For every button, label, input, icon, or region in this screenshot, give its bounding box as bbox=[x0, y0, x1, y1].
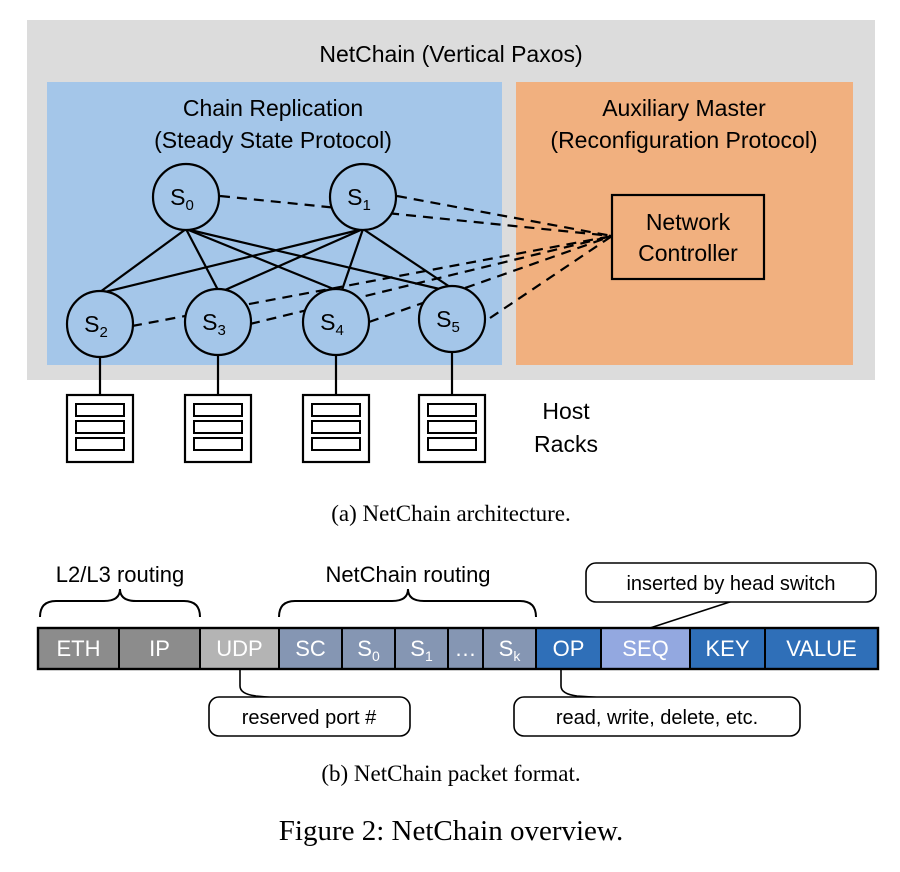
packet-field-s1: S1 bbox=[394, 627, 449, 670]
udp-callout-box bbox=[208, 696, 411, 737]
seq-callout-text: inserted by head switch bbox=[626, 573, 835, 595]
switch-label: S5 bbox=[436, 306, 460, 336]
packet-field-label: KEY bbox=[705, 636, 749, 661]
op-callout-pointer bbox=[560, 669, 641, 701]
controller-label-line1: Network bbox=[646, 209, 731, 235]
switch-s1: S1 bbox=[328, 162, 398, 232]
packet-bar-outline bbox=[36, 626, 880, 671]
packet-field-udp: UDP bbox=[199, 627, 280, 670]
auxiliary-master-title: Auxiliary Master bbox=[602, 95, 766, 121]
switch-s2: S2 bbox=[65, 289, 135, 359]
packet-field-key: KEY bbox=[689, 627, 766, 670]
switch-label: S3 bbox=[202, 309, 226, 339]
host-racks-label-line2: Racks bbox=[534, 431, 598, 457]
seq-callout-pointer bbox=[649, 597, 743, 629]
caption-b: (b) NetChain packet format. bbox=[321, 761, 580, 786]
switch-circle bbox=[328, 162, 398, 232]
packet-field-seq: SEQ bbox=[600, 627, 691, 670]
switch-s3: S3 bbox=[183, 287, 253, 357]
auxiliary-master-box bbox=[516, 82, 853, 365]
netchain-title: NetChain (Vertical Paxos) bbox=[319, 41, 582, 67]
packet-field-label: VALUE bbox=[786, 636, 857, 661]
packet-field-label: S0 bbox=[357, 636, 380, 664]
chain-replication-title: Chain Replication bbox=[183, 95, 363, 121]
packet-field-value: VALUE bbox=[764, 627, 879, 670]
packet-field-op: OP bbox=[535, 627, 602, 670]
packet-field-label: Sk bbox=[499, 636, 522, 664]
caption-a: (a) NetChain architecture. bbox=[331, 501, 570, 526]
host-rack bbox=[417, 352, 487, 464]
architecture-diagram: NetChain (Vertical Paxos) Chain Replicat… bbox=[27, 20, 875, 526]
switch-s5: S5 bbox=[417, 284, 487, 354]
packet-field-ellipsis: … bbox=[447, 627, 484, 670]
switch-label: S4 bbox=[320, 309, 344, 339]
switch-label: S2 bbox=[84, 311, 108, 341]
op-callout-box bbox=[513, 696, 801, 737]
host-racks-label-line1: Host bbox=[542, 398, 590, 424]
netchain-routing-label: NetChain routing bbox=[325, 562, 490, 587]
switch-label: S0 bbox=[170, 184, 194, 214]
packet-field-s0: S0 bbox=[341, 627, 396, 670]
packet-field-label: ETH bbox=[57, 636, 101, 661]
l2l3-brace bbox=[39, 588, 201, 618]
packet-field-label: OP bbox=[553, 636, 585, 661]
controller-links bbox=[131, 194, 613, 328]
switch-s4: S4 bbox=[301, 287, 371, 357]
auxiliary-master-subtitle: (Reconfiguration Protocol) bbox=[550, 127, 817, 153]
packet-field-sk: Sk bbox=[482, 627, 537, 670]
packet-field-ip: IP bbox=[118, 627, 201, 670]
packet-field-label: S1 bbox=[410, 636, 433, 664]
packet-field-label: UDP bbox=[216, 636, 262, 661]
switch-circle bbox=[151, 162, 221, 232]
netchain-routing-brace bbox=[278, 588, 537, 618]
packet-field-label: SEQ bbox=[622, 636, 668, 661]
host-rack bbox=[183, 355, 253, 464]
switch-s0: S0 bbox=[151, 162, 221, 232]
packet-field-sc: SC bbox=[278, 627, 343, 670]
packet-field-label: … bbox=[455, 636, 477, 661]
figure-caption: Figure 2: NetChain overview. bbox=[279, 815, 623, 847]
switch-label: S1 bbox=[347, 184, 371, 214]
l2l3-routing-label: L2/L3 routing bbox=[56, 562, 184, 587]
host-rack bbox=[301, 355, 371, 464]
network-controller: Network Controller bbox=[610, 193, 766, 281]
switch-links bbox=[99, 227, 457, 294]
packet-field-label: IP bbox=[149, 636, 170, 661]
op-callout-text: read, write, delete, etc. bbox=[556, 707, 758, 729]
udp-callout-pointer bbox=[239, 669, 301, 701]
seq-callout-box bbox=[585, 562, 877, 603]
chain-replication-subtitle: (Steady State Protocol) bbox=[154, 127, 392, 153]
packet-field-bar: ETH IP UDP SC S0 S1 … Sk OP SEQ KEY VALUE bbox=[36, 626, 880, 671]
host-racks bbox=[65, 352, 487, 464]
packet-format-diagram: L2/L3 routing NetChain routing inserted … bbox=[36, 562, 880, 786]
packet-field-eth: ETH bbox=[37, 627, 120, 670]
host-rack bbox=[65, 357, 135, 464]
packet-field-label: SC bbox=[295, 636, 326, 661]
controller-label-line2: Controller bbox=[638, 240, 738, 266]
udp-callout-text: reserved port # bbox=[242, 707, 377, 729]
